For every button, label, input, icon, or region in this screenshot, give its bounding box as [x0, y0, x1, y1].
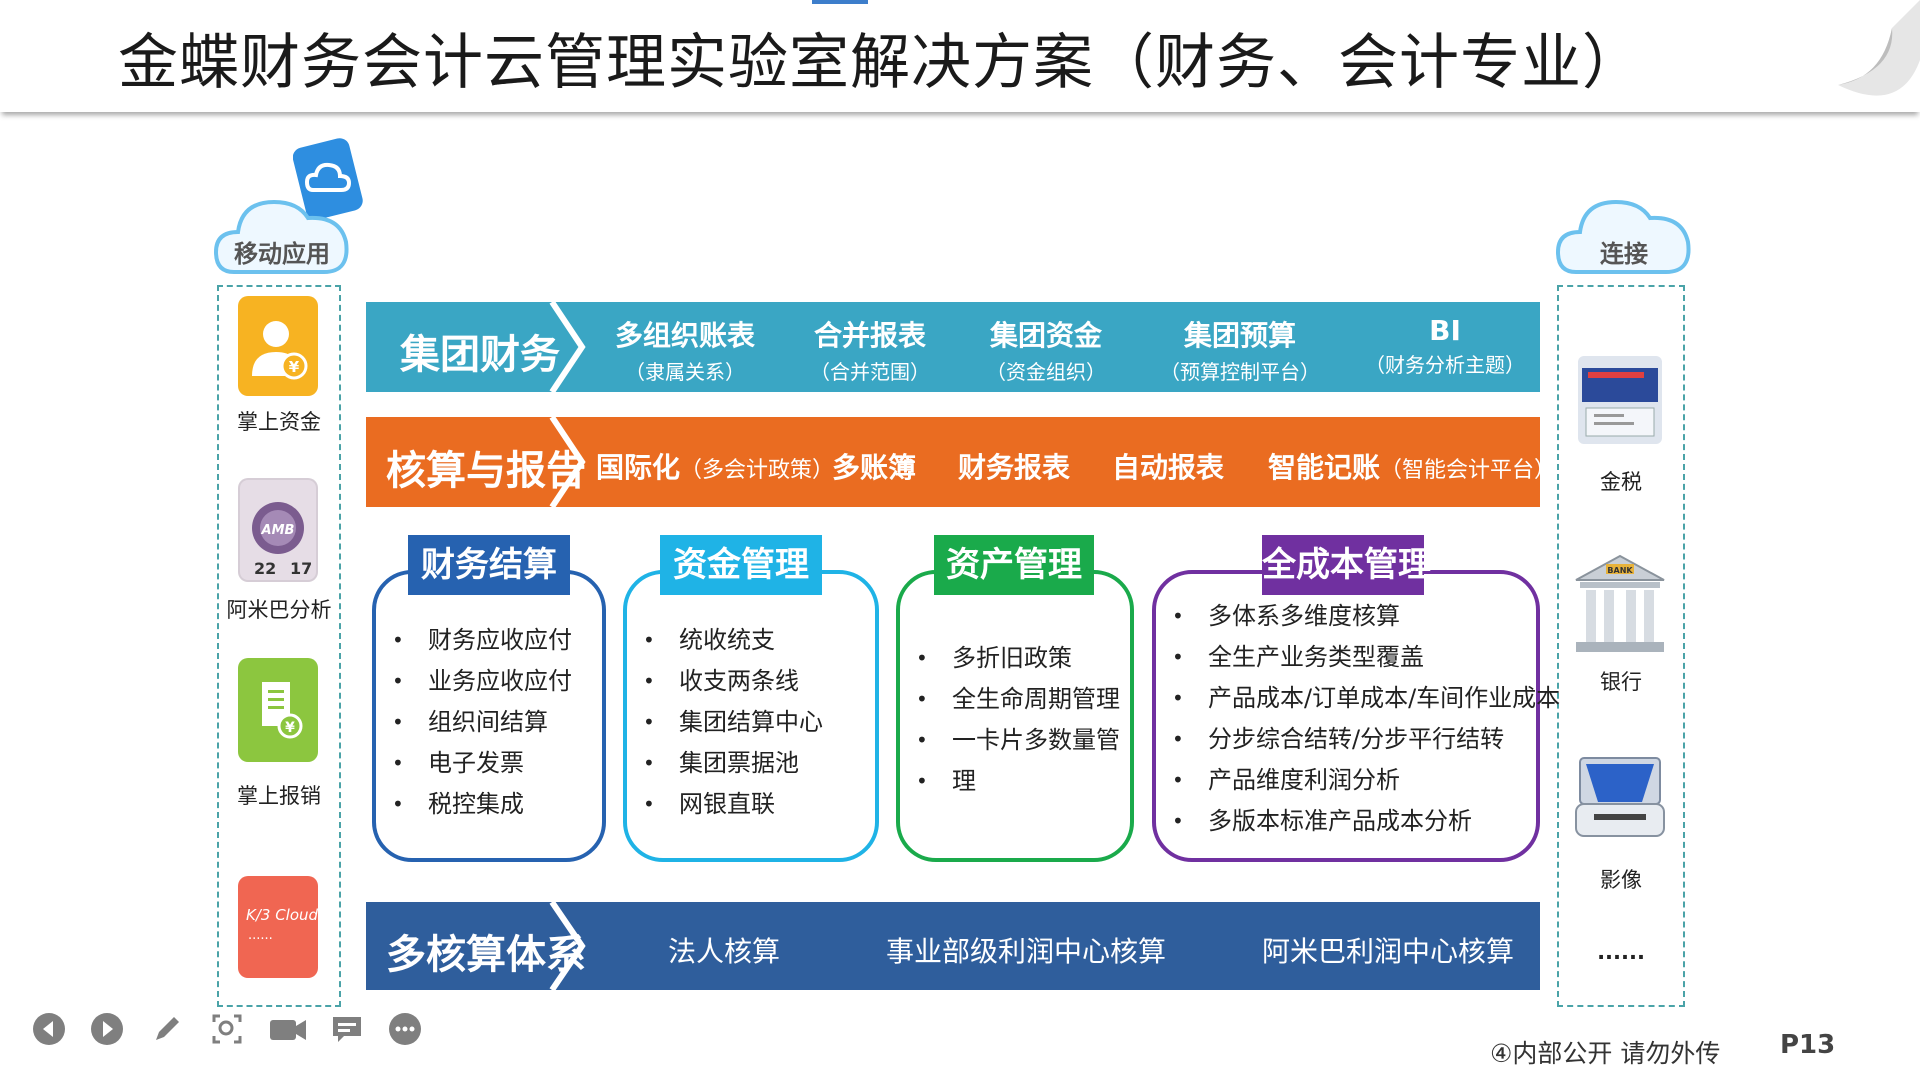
svg-text:¥: ¥ — [285, 720, 295, 736]
list-item: 多体系多维度核算 — [1170, 596, 1560, 637]
panel-title-financial-settlement[interactable]: 财务结算 — [408, 535, 570, 595]
k3-cloud-text: K/3 Cloud — [246, 906, 319, 924]
connection-label-tax: 金税 — [1600, 470, 1642, 494]
list-item: 分步综合结转/分步平行结转 — [1170, 719, 1560, 760]
connection-label-more: ...... — [1597, 940, 1645, 964]
presentation-toolbar — [32, 1012, 422, 1052]
app-label-amoeba: 阿米巴分析 — [226, 598, 332, 622]
app-tile-funds[interactable]: ¥ — [238, 296, 318, 396]
more-icon[interactable] — [388, 1012, 422, 1046]
list-item: 组织间结算 — [390, 702, 572, 743]
svg-text:17: 17 — [290, 559, 312, 578]
connection-label-imaging: 影像 — [1600, 868, 1642, 892]
k3-cloud-dots: ...... — [248, 928, 273, 943]
list-item: 统收统支 — [641, 620, 823, 661]
band-item-bi[interactable]: BI （财务分析主题） — [1365, 314, 1525, 377]
pen-icon[interactable] — [150, 1012, 184, 1046]
mobile-apps-column — [217, 285, 341, 1007]
list-item: 集团结算中心 — [641, 702, 823, 743]
band-arrow-icon — [549, 302, 586, 392]
panel-title-asset-management[interactable]: 资产管理 — [934, 535, 1094, 595]
list-funds-management: 统收统支 收支两条线 集团结算中心 集团票据池 网银直联 — [641, 620, 823, 825]
connections-cloud: 连接 — [1554, 180, 1694, 280]
svg-text:AMB: AMB — [261, 523, 295, 538]
page-curl-icon — [1838, 0, 1920, 96]
panel-financial-settlement: 财务应收应付 业务应收应付 组织间结算 电子发票 税控集成 — [372, 570, 606, 862]
cloud-shape-icon — [213, 199, 349, 274]
band-item-smart-bookkeeping[interactable]: 智能记账（智能会计平台） — [1268, 451, 1557, 484]
list-item: 电子发票 — [390, 743, 572, 784]
list-item: 集团票据池 — [641, 743, 823, 784]
list-item: 业务应收应付 — [390, 661, 572, 702]
app-tile-k3cloud[interactable]: K/3 Cloud ...... — [238, 876, 318, 978]
zoom-icon[interactable] — [210, 1012, 244, 1046]
svg-text:22: 22 — [254, 559, 276, 578]
mobile-apps-label: 移动应用 — [234, 240, 330, 268]
list-item: 财务应收应付 — [390, 620, 572, 661]
page-number: P13 — [1780, 1030, 1836, 1060]
tax-printer-icon — [1578, 356, 1662, 444]
svg-text:¥: ¥ — [289, 358, 300, 376]
panel-funds-management: 统收统支 收支两条线 集团结算中心 集团票据池 网银直联 — [623, 570, 879, 862]
svg-text:BANK: BANK — [1607, 566, 1633, 575]
band-head-group-finance: 集团财务 — [400, 332, 560, 378]
app-label-expense: 掌上报销 — [237, 784, 321, 808]
confidentiality-label: ④内部公开 请勿外传 — [1490, 1039, 1721, 1068]
list-item: 多版本标准产品成本分析 — [1170, 801, 1560, 842]
bank-building-icon: BANK — [1575, 554, 1665, 652]
band-arrow-icon — [549, 417, 586, 507]
camera-icon[interactable] — [268, 1012, 308, 1046]
panel-full-cost-management: 多体系多维度核算 全生产业务类型覆盖 产品成本/订单成本/车间作业成本 分步综合… — [1152, 570, 1560, 862]
mobile-apps-cloud: 移动应用 — [212, 180, 352, 280]
app-label-funds: 掌上资金 — [237, 410, 321, 434]
page-title: 金蝶财务会计云管理实验室解决方案（财务、会计专业） — [118, 28, 1643, 98]
list-asset-management: 多折旧政策 全生命周期管理 一卡片多数量管 理 — [914, 638, 1120, 802]
band-item-group-funds[interactable]: 集团资金 （资金组织） — [986, 319, 1106, 384]
band-item-multi-ledger[interactable]: 多账簿 — [832, 451, 917, 484]
next-icon[interactable] — [90, 1012, 124, 1046]
panel-title-funds-management[interactable]: 资金管理 — [660, 535, 822, 595]
receipt-yen-icon: ¥ — [262, 682, 303, 739]
list-item-continued: 理 — [914, 761, 1120, 802]
subtitle-icon[interactable] — [330, 1012, 364, 1046]
band-item-multi-org[interactable]: 多组织账表 （隶属关系） — [614, 319, 755, 384]
list-item: 网银直联 — [641, 784, 823, 825]
list-item: 税控集成 — [390, 784, 572, 825]
money-user-icon: ¥ — [252, 321, 308, 380]
cloud-shape-icon — [1555, 199, 1691, 274]
panel-title-full-cost-management[interactable]: 全成本管理 — [1262, 535, 1432, 595]
band-item-financial-report[interactable]: 财务报表 — [958, 451, 1071, 484]
list-item: 全生命周期管理 — [914, 679, 1120, 720]
list-financial-settlement: 财务应收应付 业务应收应付 组织间结算 电子发票 税控集成 — [390, 620, 572, 825]
list-item: 收支两条线 — [641, 661, 823, 702]
list-item: 产品成本/订单成本/车间作业成本 — [1170, 678, 1560, 719]
title-bar — [0, 0, 1920, 112]
top-accent-mark — [812, 0, 868, 4]
list-full-cost-management: 多体系多维度核算 全生产业务类型覆盖 产品成本/订单成本/车间作业成本 分步综合… — [1170, 596, 1560, 842]
band-item-division-profit-center[interactable]: 事业部级利润中心核算 — [886, 935, 1167, 968]
amb-dial-icon: AMB 22 17 — [240, 480, 316, 580]
connections-label: 连接 — [1600, 240, 1648, 268]
band-item-group-budget[interactable]: 集团预算 （预算控制平台） — [1160, 319, 1320, 384]
connection-label-bank: 银行 — [1600, 670, 1642, 694]
band-item-legal-entity[interactable]: 法人核算 — [668, 935, 781, 968]
list-item: 一卡片多数量管 — [914, 720, 1120, 761]
list-item: 全生产业务类型覆盖 — [1170, 637, 1560, 678]
band-item-amoeba-profit-center[interactable]: 阿米巴利润中心核算 — [1262, 935, 1515, 968]
app-tile-amoeba[interactable]: AMB 22 17 — [238, 478, 318, 582]
band-item-international[interactable]: 国际化（多会计政策） — [596, 451, 835, 484]
band-item-auto-report[interactable]: 自动报表 — [1112, 451, 1225, 484]
band-item-consolidation[interactable]: 合并报表 （合并范围） — [810, 319, 930, 384]
list-item: 产品维度利润分析 — [1170, 760, 1560, 801]
cloud-app-icon — [293, 138, 363, 220]
band-arrow-icon — [549, 902, 586, 990]
band-head-multi-accounting: 多核算体系 — [386, 932, 586, 978]
previous-icon[interactable] — [32, 1012, 66, 1046]
list-item: 多折旧政策 — [914, 638, 1120, 679]
panel-asset-management: 多折旧政策 全生命周期管理 一卡片多数量管 理 — [896, 570, 1134, 862]
app-tile-expense[interactable]: ¥ — [238, 658, 318, 762]
scanner-icon — [1575, 757, 1665, 837]
band-head-accounting: 核算与报告 — [386, 448, 586, 494]
